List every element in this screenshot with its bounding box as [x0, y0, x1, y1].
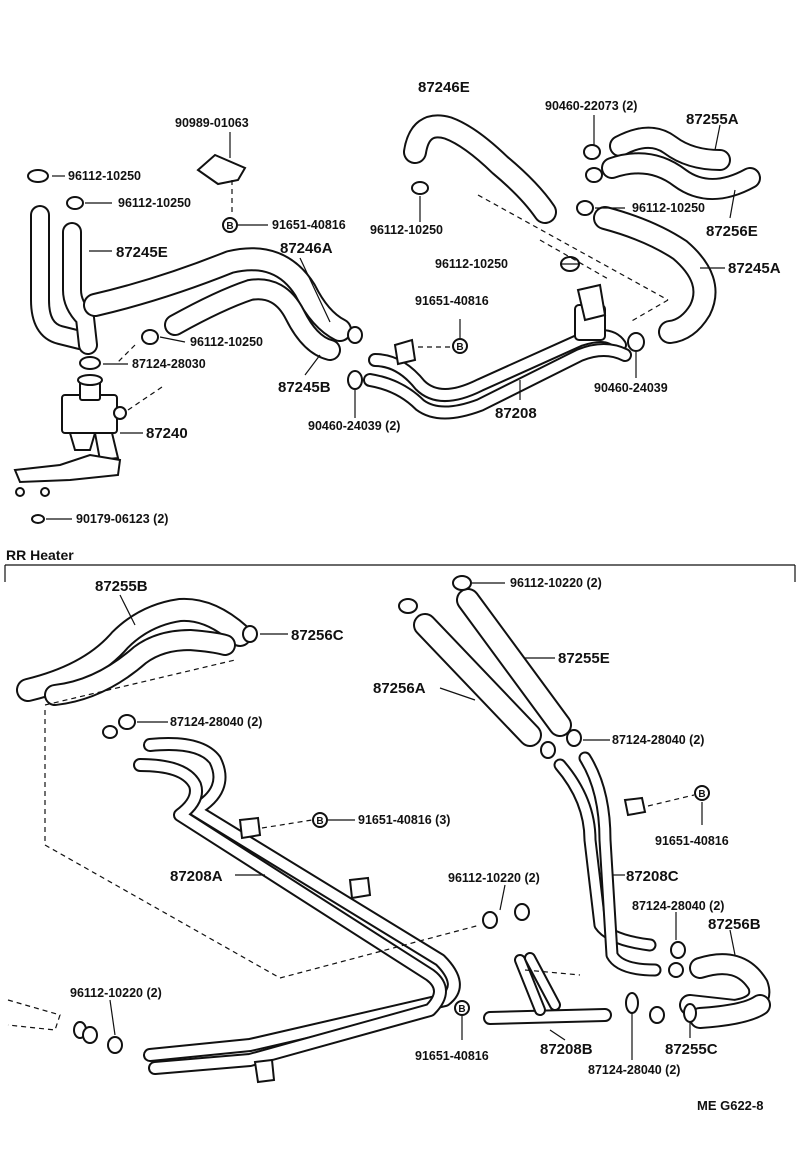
label-87208: 87208 — [495, 405, 537, 422]
leader-lines-top — [46, 115, 736, 520]
label-96112-10220-a: 96112-10220 (2) — [510, 576, 602, 590]
label-87255C: 87255C — [665, 1041, 718, 1058]
label-96112-10250-a: 96112-10250 — [68, 169, 141, 183]
svg-text:B: B — [456, 342, 463, 353]
label-91651-40816-c: 91651-40816 (3) — [358, 813, 450, 827]
label-87208B: 87208B — [540, 1041, 593, 1058]
label-87245B: 87245B — [278, 379, 331, 396]
label-87246E: 87246E — [418, 79, 470, 96]
hose-87256E — [601, 152, 761, 200]
label-87240: 87240 — [146, 425, 188, 442]
label-96112-10250-e: 96112-10250 — [435, 257, 508, 271]
hose-87256C — [44, 629, 236, 706]
section-title: RR Heater — [6, 547, 74, 563]
bolt-symbol-b-bottom: B B B — [312, 785, 710, 1016]
labels-bottom: 87255B 96112-10220 (2) 87256C 87255E 872… — [70, 576, 761, 1077]
label-87124-28040-b: 87124-28040 (2) — [612, 733, 704, 747]
hose-87245E — [30, 205, 98, 355]
label-91651-40816-e: 91651-40816 — [415, 1049, 489, 1063]
leader-lines-bottom — [44, 582, 736, 1060]
svg-text:B: B — [226, 221, 233, 232]
pipe-87208 — [363, 283, 632, 420]
label-96112-10250-b: 96112-10250 — [118, 196, 191, 210]
label-96112-10220-b: 96112-10220 (2) — [448, 871, 540, 885]
label-91651-40816-b: 91651-40816 — [415, 294, 489, 308]
hose-87255E — [456, 588, 572, 737]
label-87255E: 87255E — [558, 650, 610, 667]
label-91651-40816-d: 91651-40816 — [655, 834, 729, 848]
hose-87256A — [413, 613, 542, 747]
pipe-87208B — [483, 952, 612, 1025]
clamps-top — [27, 144, 645, 524]
labels-top: 87246E 90460-22073 (2) 87255A 90989-0106… — [68, 79, 781, 526]
label-87255B: 87255B — [95, 578, 148, 595]
label-96112-10250-f: 96112-10250 — [190, 335, 263, 349]
label-96112-10250-d: 96112-10250 — [632, 201, 705, 215]
label-87124-28030: 87124-28030 — [132, 357, 206, 371]
bracket-stub-left — [7, 999, 87, 1039]
pipe-87208C — [553, 751, 662, 977]
label-96112-10220-c: 96112-10220 (2) — [70, 986, 162, 1000]
label-87245E: 87245E — [116, 244, 168, 261]
label-87256E: 87256E — [706, 223, 758, 240]
pipe-87208A — [133, 737, 461, 1084]
label-90460-24039-b: 90460-24039 (2) — [308, 419, 400, 433]
svg-text:B: B — [458, 1004, 465, 1015]
label-87124-28040-d: 87124-28040 (2) — [588, 1063, 680, 1077]
svg-text:B: B — [316, 816, 323, 827]
label-87256C: 87256C — [291, 627, 344, 644]
label-87246A: 87246A — [280, 240, 333, 257]
label-87208A: 87208A — [170, 868, 223, 885]
figure-code: ME G622-8 — [697, 1098, 763, 1113]
section-bracket — [4, 564, 796, 582]
hose-87245A — [593, 206, 717, 344]
label-87124-28040-c: 87124-28040 (2) — [632, 899, 724, 913]
hose-87245B — [164, 278, 341, 361]
hose-87246A — [83, 247, 352, 342]
clamps-bottom — [82, 575, 697, 1054]
label-87256B: 87256B — [708, 916, 761, 933]
label-96112-10250-c: 96112-10250 — [370, 223, 443, 237]
valve-87240 — [13, 374, 127, 497]
label-91651-40816-a: 91651-40816 — [272, 218, 346, 232]
hose-87255B — [16, 597, 252, 702]
hose-87255A — [609, 126, 731, 171]
label-87245A: 87245A — [728, 260, 781, 277]
label-90460-22073: 90460-22073 (2) — [545, 99, 637, 113]
bolt-symbol-b: B B — [222, 217, 468, 354]
label-87124-28040-a: 87124-28040 (2) — [170, 715, 262, 729]
label-90989-01063: 90989-01063 — [175, 116, 249, 130]
hose-87246E — [403, 114, 557, 224]
label-90179-06123: 90179-06123 (2) — [76, 512, 168, 526]
svg-text:B: B — [698, 789, 705, 800]
label-90460-24039-a: 90460-24039 — [594, 381, 668, 395]
label-87256A: 87256A — [373, 680, 426, 697]
hose-87255C — [689, 994, 771, 1029]
clip-90989-01063 — [196, 153, 247, 186]
label-87208C: 87208C — [626, 868, 679, 885]
label-87255A: 87255A — [686, 111, 739, 128]
